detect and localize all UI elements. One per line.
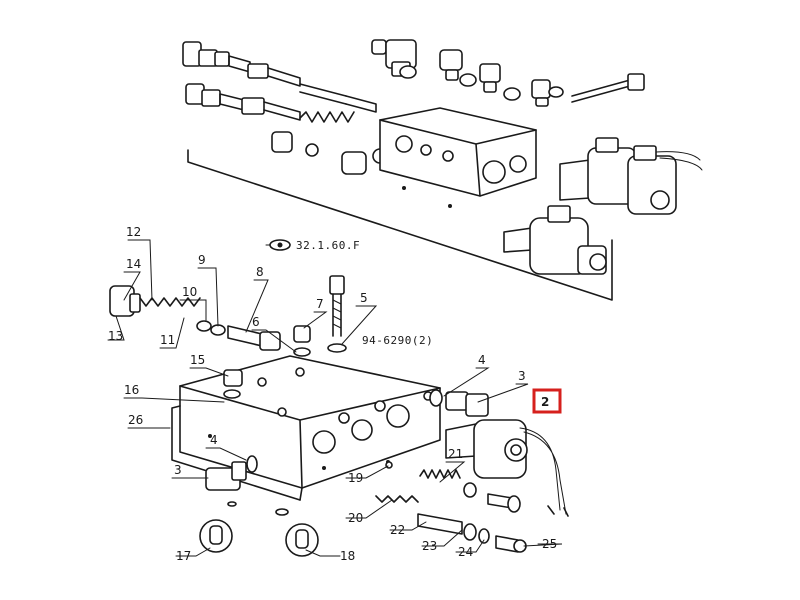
callout-2-highlight: 2 <box>532 388 562 414</box>
spring-top <box>299 111 355 123</box>
callout-21: 21 <box>448 447 463 461</box>
callout-24: 24 <box>458 545 473 559</box>
callout-13: 13 <box>108 329 123 343</box>
callout-14: 14 <box>126 257 141 271</box>
bolt-5 <box>327 275 347 353</box>
top-left-fitting-1 <box>182 41 301 87</box>
spring-20 <box>375 495 419 503</box>
rod-upper <box>299 83 347 105</box>
callout-18: 18 <box>340 549 355 563</box>
cap-17-small <box>227 501 237 507</box>
plug-15 <box>223 369 243 387</box>
callout-26: 26 <box>128 413 143 427</box>
spool-22 <box>417 513 463 535</box>
left-fitting-3 <box>205 455 258 491</box>
callout-16: 16 <box>124 383 139 397</box>
callout-4-left: 4 <box>210 433 218 447</box>
callout-22: 22 <box>390 523 405 537</box>
spool-8 <box>227 325 263 347</box>
top-right-fittings <box>371 39 645 107</box>
cap-18-small <box>275 508 289 516</box>
callout-10: 10 <box>182 285 197 299</box>
callout-2: 2 <box>541 395 549 409</box>
callout-20: 20 <box>348 511 363 525</box>
right-fitting-4-3 <box>429 389 489 417</box>
reference-code-top: 32.1.60.F <box>296 239 360 252</box>
callout-3-right: 3 <box>518 369 526 383</box>
callout-5: 5 <box>360 291 368 305</box>
callout-9: 9 <box>198 253 206 267</box>
top-long-bolt <box>571 79 631 103</box>
cap-17 <box>199 519 233 553</box>
callout-12: 12 <box>126 225 141 239</box>
callout-7: 7 <box>316 297 324 311</box>
callout-11: 11 <box>160 333 175 347</box>
reference-code-mid: 94-6290(2) <box>362 334 433 347</box>
callout-25: 25 <box>542 537 557 551</box>
callout-labels: 12 14 13 11 10 9 8 7 6 5 15 16 26 4 4 3 … <box>108 225 562 563</box>
top-left-fitting-2 <box>185 83 301 121</box>
solenoid-coil-2 <box>445 419 569 517</box>
plug-7 <box>293 325 311 343</box>
callout-6: 6 <box>252 315 260 329</box>
callout-17: 17 <box>176 549 191 563</box>
top-inset-panel: 32.1.60.F <box>182 39 703 301</box>
top-solenoid-pair <box>559 137 703 215</box>
main-valve-block <box>179 355 441 489</box>
leader-lines <box>107 239 563 557</box>
callout-8: 8 <box>256 265 264 279</box>
callout-15: 15 <box>190 353 205 367</box>
callout-23: 23 <box>422 539 437 553</box>
cap-18 <box>285 523 319 557</box>
spring-11 <box>139 297 201 307</box>
top-plug <box>271 131 293 153</box>
view-reference: 32.1.60.F <box>265 239 360 252</box>
callout-4-right: 4 <box>478 353 486 367</box>
top-plug-2 <box>341 151 367 175</box>
left-fitting-assembly <box>109 285 281 351</box>
callout-19: 19 <box>348 471 363 485</box>
washer-6 <box>293 347 311 357</box>
top-solenoid-single <box>503 205 607 275</box>
callout-3-left: 3 <box>174 463 182 477</box>
spring-21 <box>419 469 461 479</box>
oring-10 <box>196 320 212 332</box>
top-valve-block <box>379 107 537 208</box>
main-assembly: 94-6290(2) <box>109 275 569 557</box>
oring-24 <box>478 528 490 544</box>
